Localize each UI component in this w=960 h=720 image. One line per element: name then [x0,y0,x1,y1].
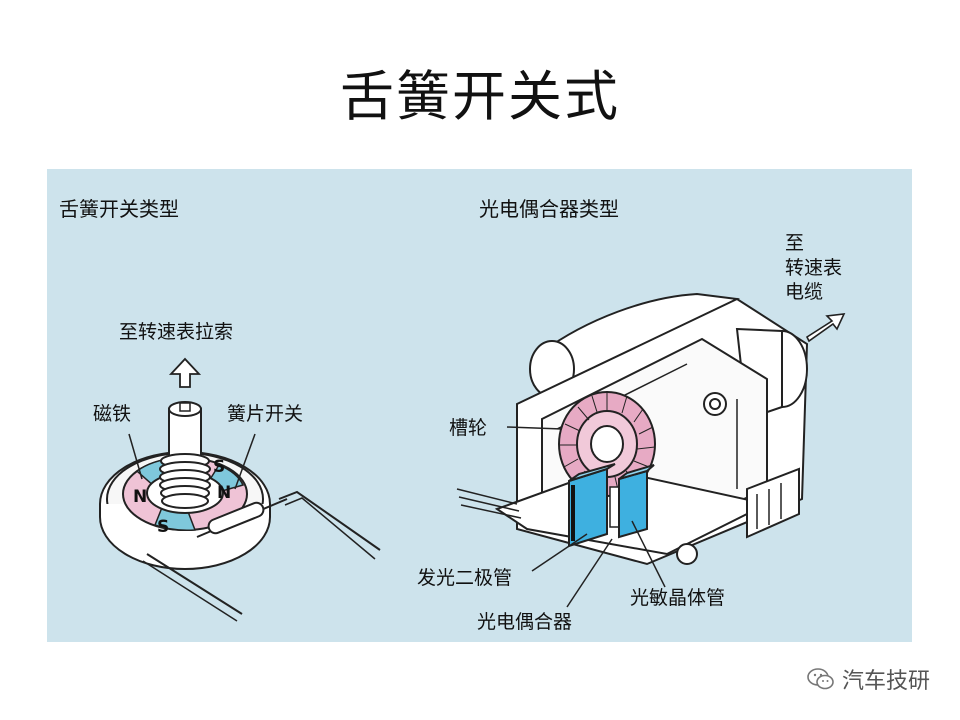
label-reed-switch: 簧片开关 [227,403,304,425]
pole-s-bottom: S [157,517,170,537]
label-magnet: 磁铁 [93,403,132,425]
pole-s-top: S [213,457,226,477]
reed-switch-illustration [99,357,381,622]
label-to-meter-cable: 至 转速表 电缆 [785,232,843,304]
label-led: 发光二极管 [417,567,513,589]
watermark: 汽车技研 [806,663,930,695]
label-phototransistor: 光敏晶体管 [630,587,726,609]
slide-title: 舌簧开关式 [340,65,620,128]
photo-coupler-blocks [568,463,655,548]
photo-coupler-illustration [456,292,846,608]
photo-type-heading: 光电偶合器类型 [479,197,619,221]
watermark-text: 汽车技研 [841,669,930,694]
pole-n-right: N [217,483,232,503]
label-slotted-wheel: 槽轮 [449,417,488,439]
pole-n-left: N [133,487,148,507]
reed-switch [142,490,381,622]
label-to-speedometer-cable: 至转速表拉索 [119,321,234,343]
diagram-panel: 舌簧开关类型 至转速表拉索 磁铁 簧片开关 N N S S 光电偶合器类型 至 … [47,169,912,642]
label-photo-coupler: 光电偶合器 [477,611,573,633]
diagram-drawing [99,292,846,622]
up-arrow-icon [168,357,202,388]
wechat-logo-icon [807,668,834,690]
spring-shaft [159,401,211,509]
reed-type-heading: 舌簧开关类型 [59,197,179,221]
arrow-to-meter-icon [805,313,846,343]
